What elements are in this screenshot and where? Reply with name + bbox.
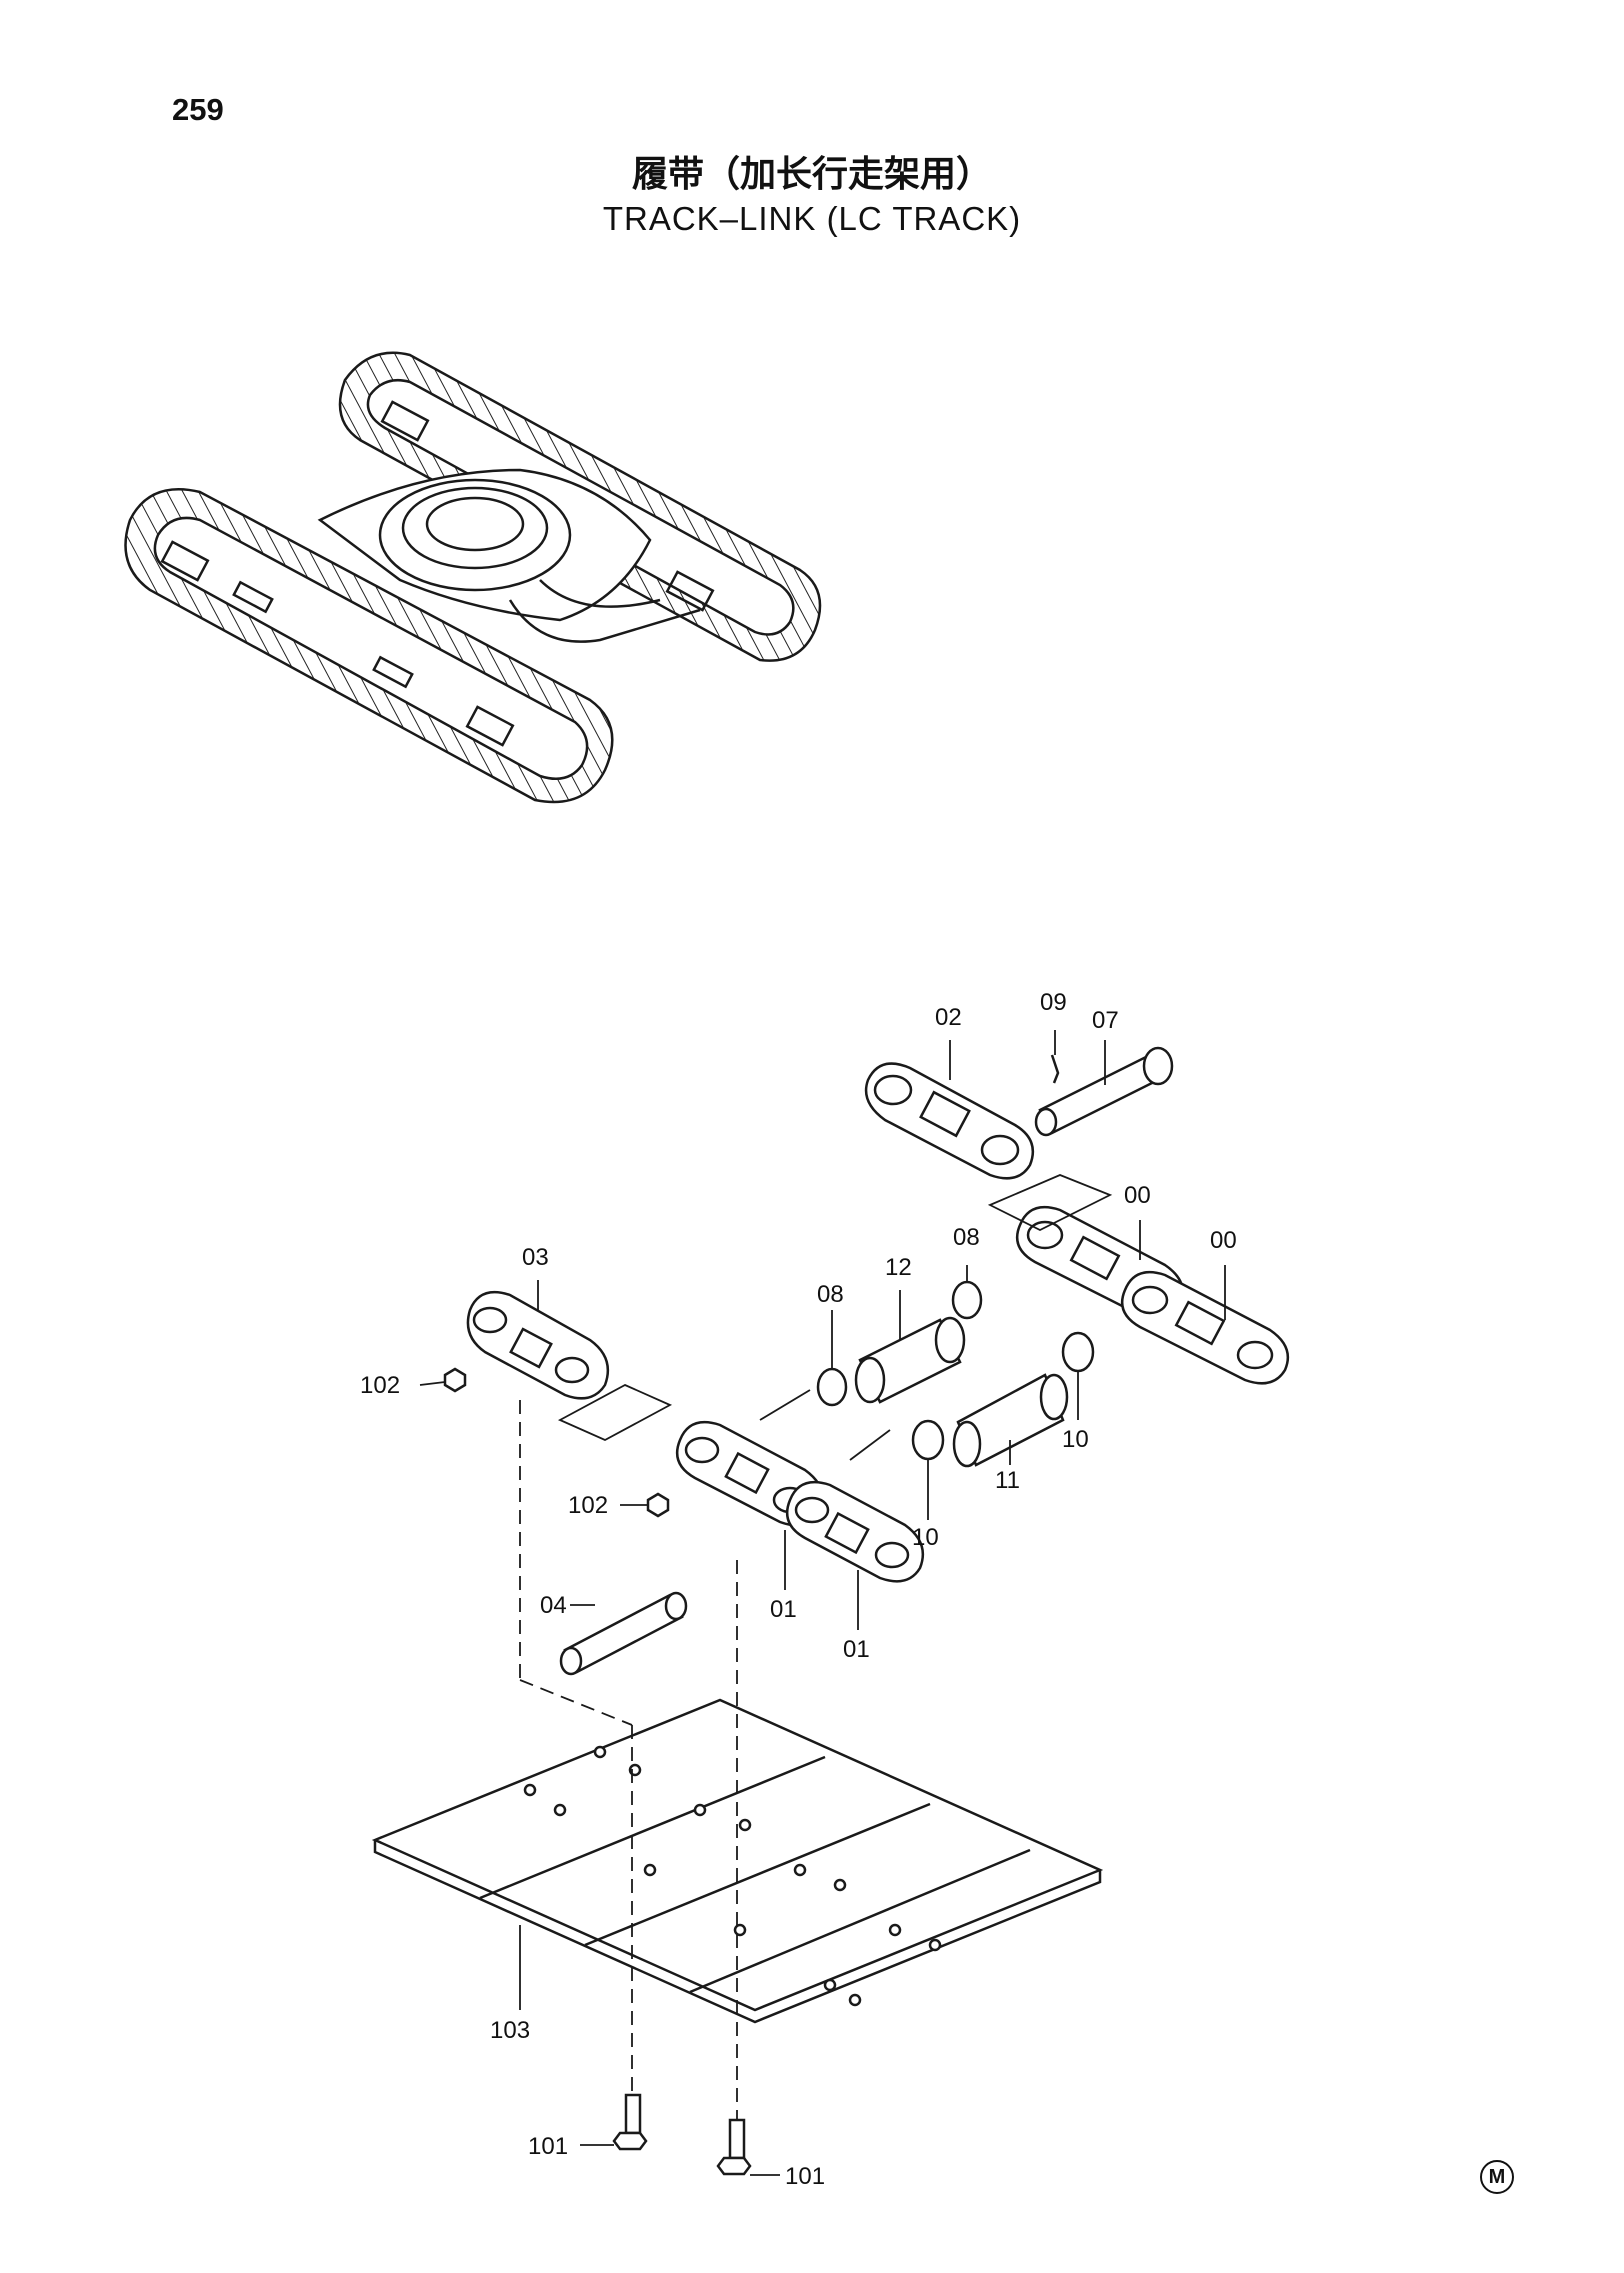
- front-track: [124, 488, 614, 804]
- callout-03: 03: [522, 1244, 549, 1271]
- callout-07: 07: [1092, 1007, 1119, 1034]
- callout-labels: 02 09 07 00 00 08 08 12 03 102 102 10 10…: [360, 989, 1237, 2190]
- callout-09: 09: [1040, 989, 1067, 1016]
- link-03: [466, 1290, 610, 1400]
- seal-10-b: [911, 1419, 945, 1461]
- callout-08-b: 08: [953, 1224, 980, 1251]
- callout-12: 12: [885, 1254, 912, 1281]
- seal-08-b: [951, 1280, 983, 1320]
- callout-01-b: 01: [843, 1636, 870, 1663]
- bushing-12: [854, 1316, 966, 1404]
- leader-lines: [419, 1030, 1226, 2176]
- page-number: 259: [172, 92, 224, 127]
- callout-101-a: 101: [528, 2133, 568, 2160]
- pin-07: [1034, 1046, 1174, 1137]
- title-chinese: 履带（加长行走架用）: [631, 154, 992, 195]
- link-01-b: [785, 1480, 925, 1583]
- alignment-dashes: [519, 1400, 738, 2120]
- nut-102-a: [443, 1367, 467, 1393]
- callout-103: 103: [490, 2017, 530, 2044]
- callout-02: 02: [935, 1004, 962, 1031]
- callout-102-a: 102: [360, 1372, 400, 1399]
- bushing-11: [952, 1373, 1069, 1468]
- link-00-b: [1120, 1270, 1290, 1385]
- seal-08-a: [816, 1367, 848, 1407]
- seal-10-a: [1061, 1331, 1095, 1373]
- cotter-pin-09: [1050, 1054, 1060, 1084]
- callout-04: 04: [540, 1592, 567, 1619]
- corner-mark: M: [1480, 2160, 1514, 2194]
- callout-11: 11: [995, 1467, 1020, 1494]
- nut-102-b: [646, 1492, 670, 1518]
- callout-08-a: 08: [817, 1281, 844, 1308]
- callout-00-a: 00: [1124, 1182, 1151, 1209]
- undercarriage-illustration: [124, 351, 822, 804]
- pin-04: [559, 1591, 688, 1676]
- title-english: TRACK–LINK (LC TRACK): [602, 200, 1022, 237]
- bolt-101-a: [612, 2093, 648, 2151]
- callout-10-b: 10: [912, 1524, 939, 1551]
- bolt-101-b: [716, 2118, 752, 2176]
- center-frame: [317, 468, 701, 643]
- callout-102-b: 102: [568, 1492, 608, 1519]
- callout-101-b: 101: [785, 2163, 825, 2190]
- callout-10-a: 10: [1062, 1426, 1089, 1453]
- track-link-assembly: [371, 1046, 1290, 2176]
- link-02: [864, 1062, 1035, 1180]
- callout-01-a: 01: [770, 1596, 797, 1623]
- callout-00-b: 00: [1210, 1227, 1237, 1254]
